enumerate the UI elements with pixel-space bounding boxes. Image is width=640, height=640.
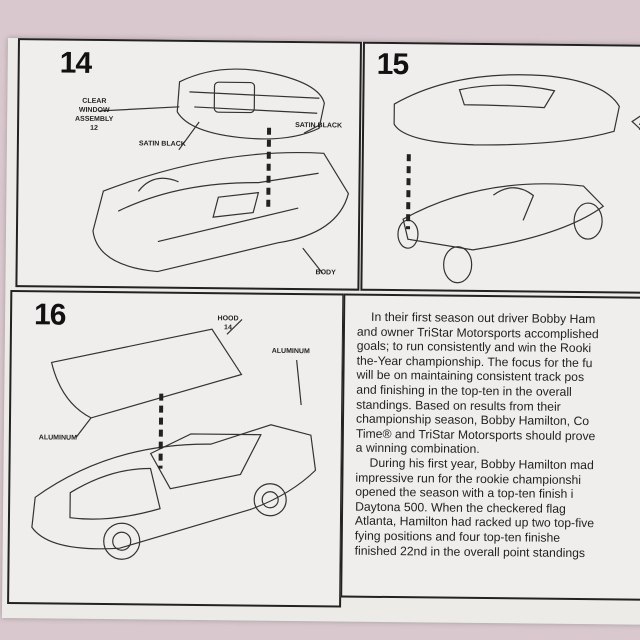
hood-assembly-illustration: [31, 319, 317, 560]
text-line: finished 22nd in the overall point stand…: [354, 543, 586, 560]
label-aluminum-left: ALUMINUM: [38, 434, 77, 442]
label-satin-black-left: SATIN BLACK: [138, 140, 186, 148]
step-16-panel: 16 HOOD 14 ALUMINUM ALUMINUM: [7, 290, 345, 608]
label-aluminum-right: ALUMINUM: [271, 347, 310, 356]
instruction-sheet: 14 CLEAR WINDOW ASSEMBLY 12 SATIN BLACK …: [1, 38, 640, 625]
chassis-assembly-illustration: [393, 74, 640, 284]
step-14-panel: 14 CLEAR WINDOW ASSEMBLY 12 SATIN BLACK …: [15, 38, 362, 291]
label-body: BODY: [315, 269, 336, 277]
label-hood: HOOD 14: [217, 315, 239, 332]
body-assembly-illustration: [92, 68, 350, 274]
label-clear-window: CLEAR WINDOW ASSEMBLY 12: [74, 97, 114, 132]
label-satin-black-right: SATIN BLACK: [295, 122, 343, 130]
text-panel: In their first season out driver Bobby H…: [340, 293, 640, 601]
step-15-panel: 15: [360, 41, 640, 294]
history-text: In their first season out driver Bobby H…: [355, 310, 640, 561]
